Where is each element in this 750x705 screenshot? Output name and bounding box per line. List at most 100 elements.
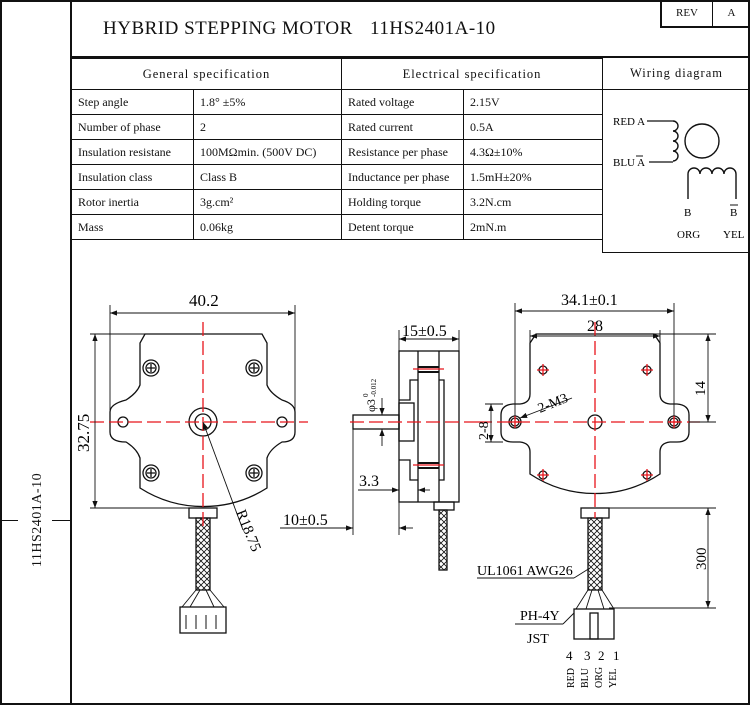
rotor-icon <box>684 123 720 159</box>
dim-front-width: 40.2 <box>189 291 219 310</box>
pin-number: 3 <box>584 648 591 663</box>
left-margin-strip <box>0 0 72 705</box>
shaft-tol-upper: 0 <box>362 393 370 397</box>
connector-latch <box>589 612 599 640</box>
screw-icon <box>142 359 160 377</box>
pin-number: 4 <box>566 648 573 663</box>
spec-label: Step angle <box>71 89 194 115</box>
spec-label: Mass <box>71 214 194 240</box>
pin-color: RED <box>566 668 577 688</box>
spec-label: Insulation class <box>71 164 194 190</box>
side-model-label: 11HS2401A-10 <box>30 472 45 568</box>
connector-maker: JST <box>527 632 549 647</box>
screw-icon <box>245 464 263 482</box>
wiring-header: Wiring diagram <box>603 58 750 90</box>
b-label: B <box>684 207 691 219</box>
dim-mount-hole: 2-M3 <box>536 391 570 417</box>
spec-value: 1.8° ±5% <box>193 89 342 115</box>
dim-mount-span: 34.1±0.1 <box>561 292 618 309</box>
drawing-title: HYBRID STEPPING MOTOR 11HS2401A-10 <box>103 18 496 40</box>
rev-label: REV <box>676 7 698 19</box>
model-text: 11HS2401A-10 <box>370 18 496 39</box>
org-label: ORG <box>677 229 700 241</box>
rev-box: REV A <box>660 0 750 28</box>
pin-number: 2 <box>598 648 605 663</box>
electrical-spec-header: Electrical specification <box>341 58 603 90</box>
blu-a-label: BLU A <box>613 157 645 169</box>
screw-icon <box>142 464 160 482</box>
pin-color: ORG <box>594 667 605 688</box>
front-dimensions <box>90 305 296 531</box>
cable-spec: UL1061 AWG26 <box>477 564 573 579</box>
rear-centerlines <box>478 322 700 518</box>
connector-plug <box>179 606 227 634</box>
dim-mount-width: 2-8 <box>477 421 492 440</box>
connector-type: PH-4Y <box>520 609 560 624</box>
side-cable <box>438 509 448 571</box>
b-bar-label: B <box>730 207 737 219</box>
rear-cable-braid <box>587 517 603 591</box>
side-centerlines <box>350 368 480 466</box>
shaft-diameter-text: φ3 <box>364 399 378 412</box>
spec-value: 100MΩmin. (500V DC) <box>193 139 342 165</box>
side-tick-left <box>0 520 18 521</box>
spec-value: 4.3Ω±10% <box>463 139 603 165</box>
side-body <box>398 350 460 503</box>
side-view <box>352 350 460 571</box>
spec-label: Rated voltage <box>341 89 464 115</box>
rev-divider <box>712 0 713 26</box>
side-dimensions <box>280 330 460 535</box>
dim-side-thickness: 15±0.5 <box>402 323 447 340</box>
dim-shaft-step: 3.3 <box>359 473 379 490</box>
spec-label: Holding torque <box>341 189 464 215</box>
wiring-diagram-panel: Wiring diagram RED A BLU A B B ORG YEL <box>602 58 750 253</box>
spec-label: Number of phase <box>71 114 194 140</box>
mechanical-drawing: 40.2 32.75 R18.75 15±0.5 φ3 0 -0.012 <box>74 291 716 688</box>
shaft-tol-lower: -0.012 <box>370 378 378 397</box>
dim-hole-span: 28 <box>587 318 603 335</box>
spec-value: 1.5mH±20% <box>463 164 603 190</box>
screw-icon <box>245 359 263 377</box>
dim-shaft-diameter: φ3 0 -0.012 <box>362 378 378 412</box>
dim-lead-length: 300 <box>694 548 710 571</box>
spec-value: 0.06kg <box>193 214 342 240</box>
cable-braid <box>195 517 211 591</box>
rear-housing-outline <box>500 333 690 495</box>
yel-label: YEL <box>723 229 745 241</box>
dim-hole-offset: 14 <box>693 381 709 397</box>
connector-pins <box>185 615 217 629</box>
general-spec-header: General specification <box>71 58 342 90</box>
spec-value: 3g.cm² <box>193 189 342 215</box>
title-text: HYBRID STEPPING MOTOR <box>103 18 353 39</box>
side-tick-right <box>52 520 72 521</box>
wiring-diagram: RED A BLU A B B ORG YEL <box>613 116 745 241</box>
rear-dimensions <box>477 303 716 625</box>
spec-label: Detent torque <box>341 214 464 240</box>
pinout: 4 3 2 1 RED BLU ORG YEL <box>566 648 620 688</box>
pin-number: 1 <box>613 648 620 663</box>
spec-label: Rotor inertia <box>71 189 194 215</box>
front-centerlines <box>90 322 308 528</box>
cable-fanout <box>181 589 225 608</box>
pin-color: YEL <box>608 669 619 688</box>
dim-shaft-length: 10±0.5 <box>283 512 328 529</box>
dim-front-height: 32.75 <box>74 414 93 452</box>
spec-value: 2mN.m <box>463 214 603 240</box>
rev-value: A <box>727 7 736 19</box>
spec-label: Insulation resistane <box>71 139 194 165</box>
side-cable-exit <box>433 501 455 511</box>
spec-label: Resistance per phase <box>341 139 464 165</box>
spec-value: 2.15V <box>463 89 603 115</box>
